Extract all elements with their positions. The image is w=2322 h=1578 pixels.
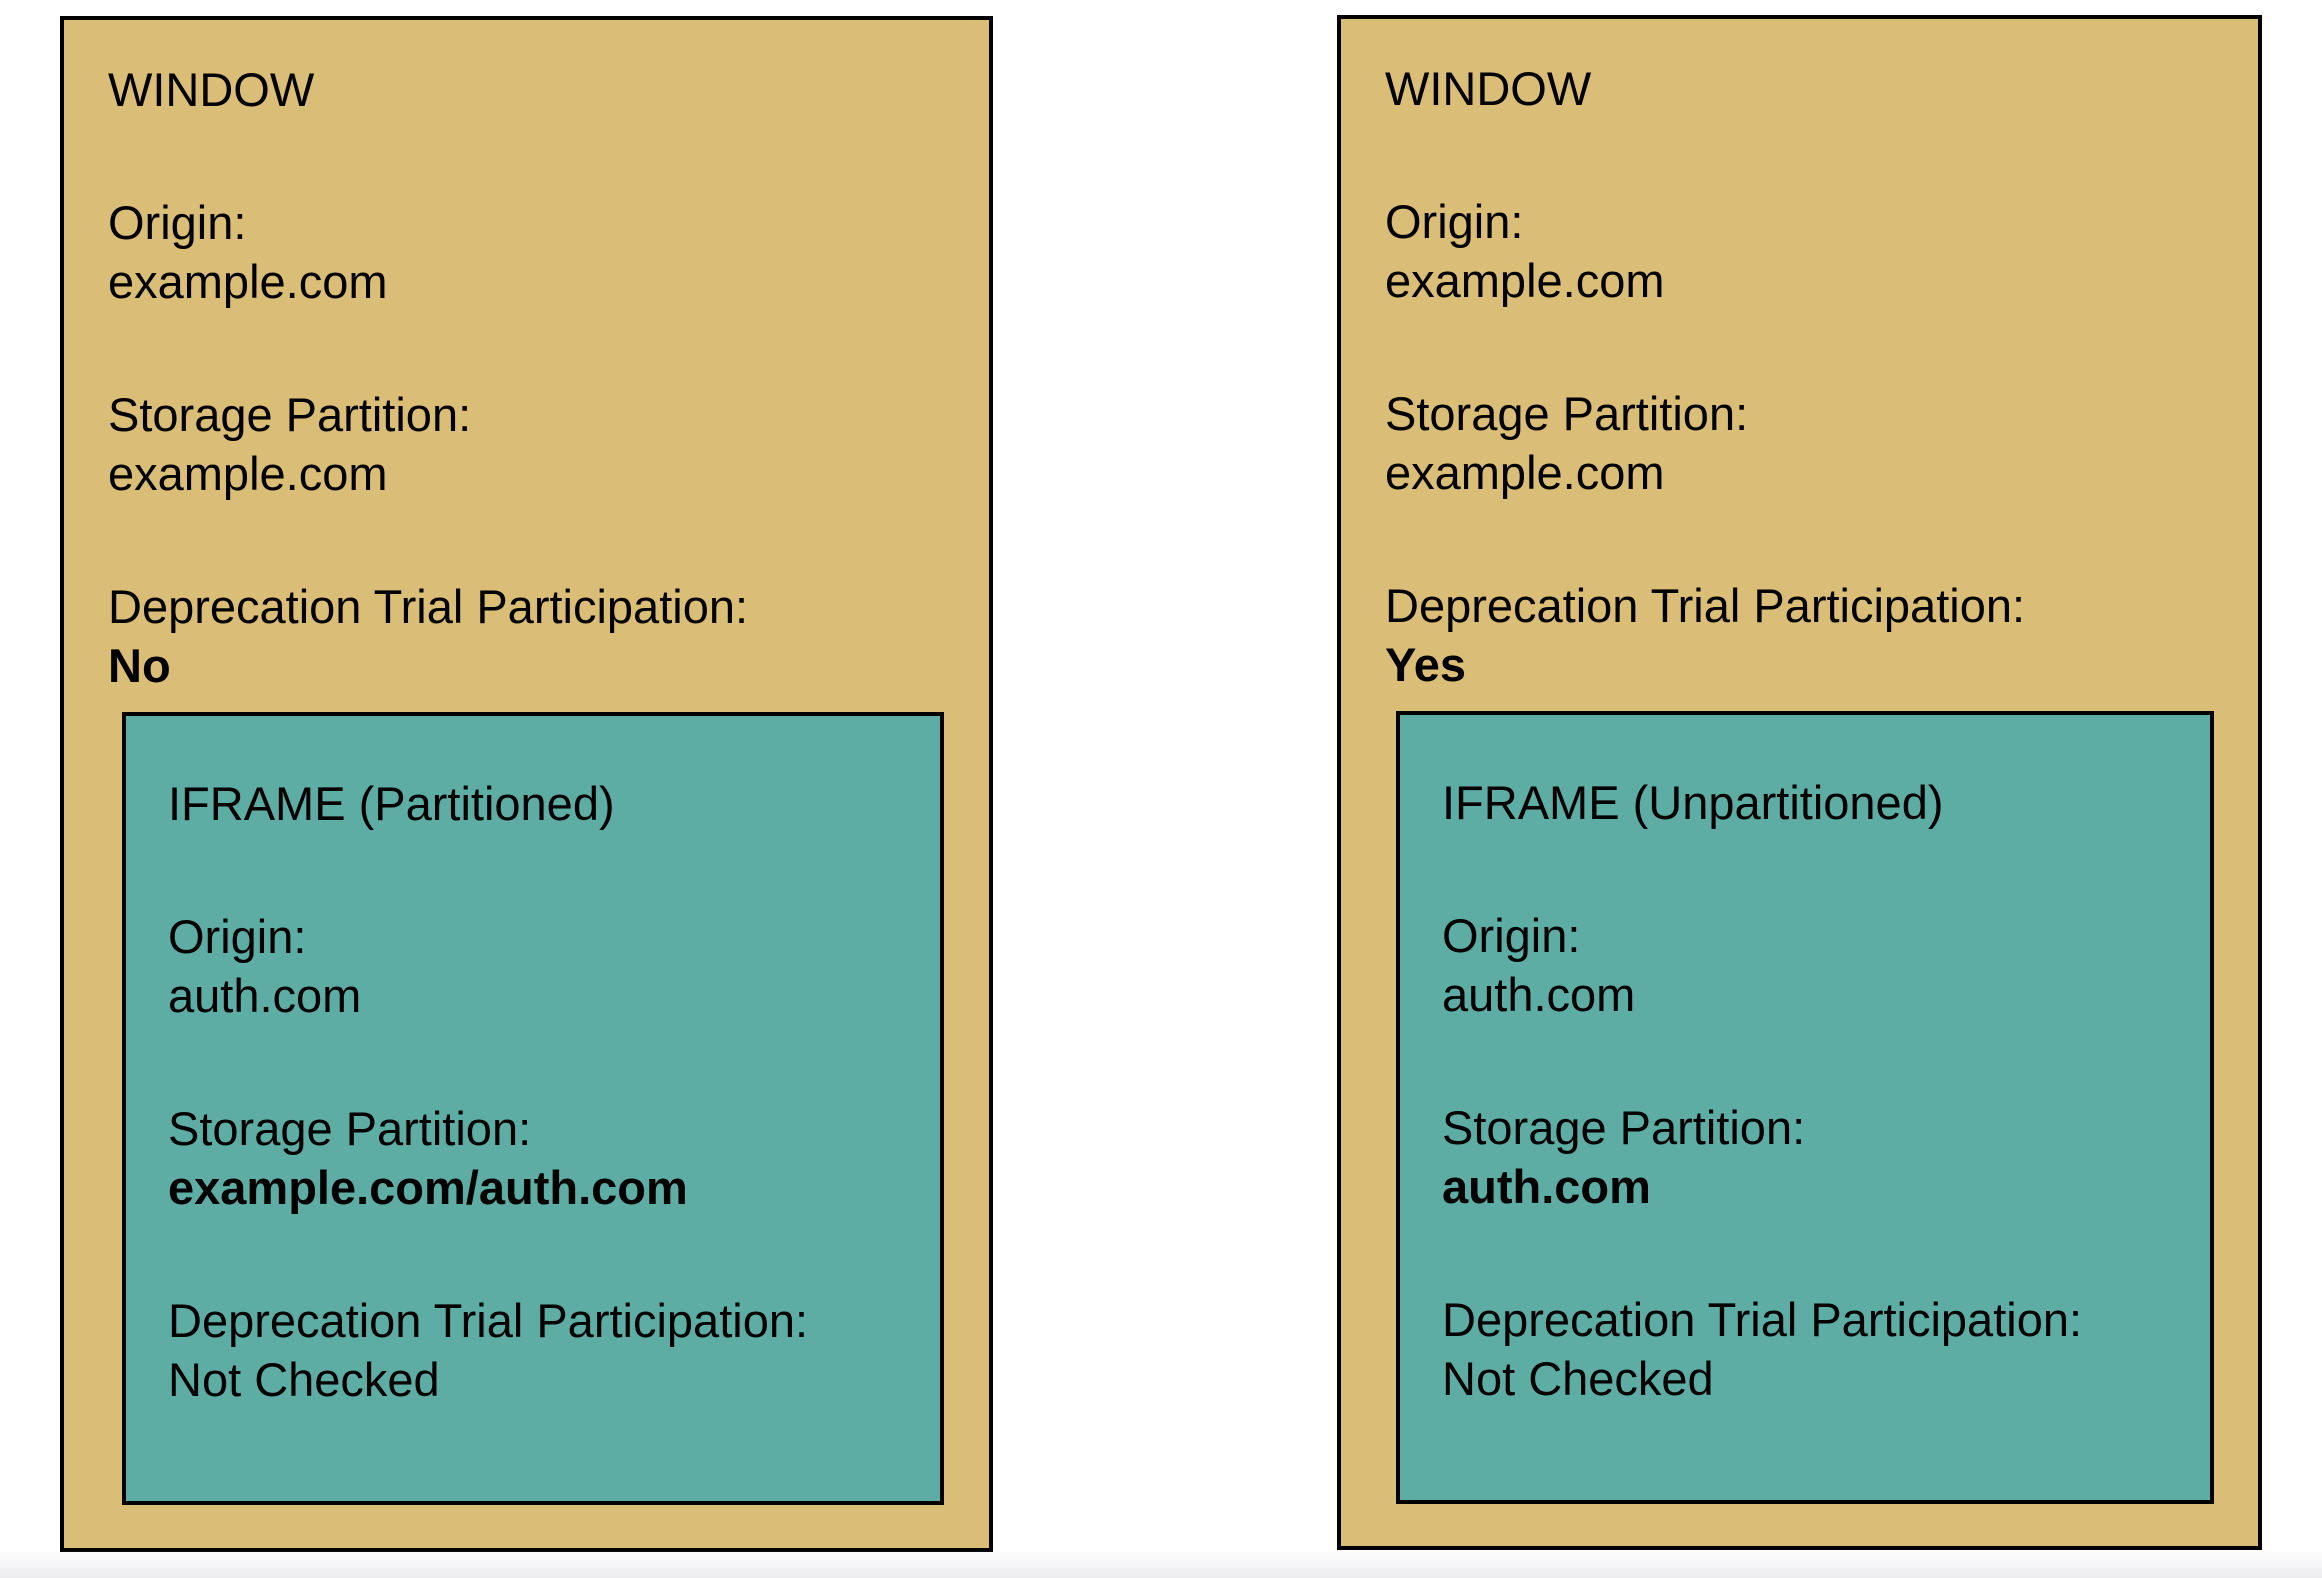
window-storage-partition-field: Storage Partition: example.com bbox=[108, 385, 945, 503]
origin-value: auth.com bbox=[1442, 968, 1636, 1021]
iframe-storage-partition-field: Storage Partition: auth.com bbox=[1442, 1098, 2168, 1216]
deprecation-trial-label: Deprecation Trial Participation: bbox=[1385, 579, 2026, 632]
origin-label: Origin: bbox=[108, 196, 247, 249]
iframe-box-unpartitioned: IFRAME (Unpartitioned) Origin: auth.com … bbox=[1396, 711, 2214, 1504]
deprecation-trial-value: No bbox=[108, 639, 171, 692]
bottom-edge-shadow bbox=[0, 1550, 2322, 1578]
origin-value: example.com bbox=[1385, 254, 1665, 307]
storage-partition-label: Storage Partition: bbox=[168, 1102, 532, 1155]
iframe-box-partitioned: IFRAME (Partitioned) Origin: auth.com St… bbox=[122, 712, 944, 1505]
origin-label: Origin: bbox=[1385, 195, 1524, 248]
deprecation-trial-label: Deprecation Trial Participation: bbox=[1442, 1293, 2083, 1346]
iframe-storage-partition-field: Storage Partition: example.com/auth.com bbox=[168, 1099, 898, 1217]
iframe-origin-field: Origin: auth.com bbox=[1442, 906, 2168, 1024]
deprecation-trial-label: Deprecation Trial Participation: bbox=[108, 580, 749, 633]
iframe-origin-field: Origin: auth.com bbox=[168, 907, 898, 1025]
storage-partition-value: example.com bbox=[108, 447, 388, 500]
storage-partition-value: auth.com bbox=[1442, 1160, 1651, 1213]
iframe-title: IFRAME (Unpartitioned) bbox=[1442, 776, 1944, 829]
origin-value: auth.com bbox=[168, 969, 362, 1022]
window-origin-field: Origin: example.com bbox=[108, 193, 945, 311]
deprecation-trial-value: Yes bbox=[1385, 638, 1467, 691]
origin-label: Origin: bbox=[1442, 909, 1581, 962]
deprecation-trial-value: Not Checked bbox=[168, 1353, 440, 1406]
iframe-deprecation-trial-field: Deprecation Trial Participation: Not Che… bbox=[168, 1291, 898, 1409]
window-title: WINDOW bbox=[1385, 62, 1592, 115]
deprecation-trial-value: Not Checked bbox=[1442, 1352, 1714, 1405]
iframe-deprecation-trial-field: Deprecation Trial Participation: Not Che… bbox=[1442, 1290, 2168, 1408]
storage-partition-value: example.com/auth.com bbox=[168, 1161, 688, 1214]
window-title: WINDOW bbox=[108, 63, 315, 116]
window-deprecation-trial-field: Deprecation Trial Participation: No bbox=[108, 577, 945, 695]
window-origin-field: Origin: example.com bbox=[1385, 192, 2214, 310]
window-deprecation-trial-field: Deprecation Trial Participation: Yes bbox=[1385, 576, 2214, 694]
deprecation-trial-label: Deprecation Trial Participation: bbox=[168, 1294, 809, 1347]
storage-partition-value: example.com bbox=[1385, 446, 1665, 499]
storage-partition-label: Storage Partition: bbox=[1385, 387, 1749, 440]
window-storage-partition-field: Storage Partition: example.com bbox=[1385, 384, 2214, 502]
storage-partition-label: Storage Partition: bbox=[1442, 1101, 1806, 1154]
storage-partition-label: Storage Partition: bbox=[108, 388, 472, 441]
origin-value: example.com bbox=[108, 255, 388, 308]
window-box-no-trial: WINDOW Origin: example.com Storage Parti… bbox=[60, 16, 993, 1552]
iframe-title: IFRAME (Partitioned) bbox=[168, 777, 615, 830]
origin-label: Origin: bbox=[168, 910, 307, 963]
window-box-with-trial: WINDOW Origin: example.com Storage Parti… bbox=[1337, 15, 2262, 1550]
